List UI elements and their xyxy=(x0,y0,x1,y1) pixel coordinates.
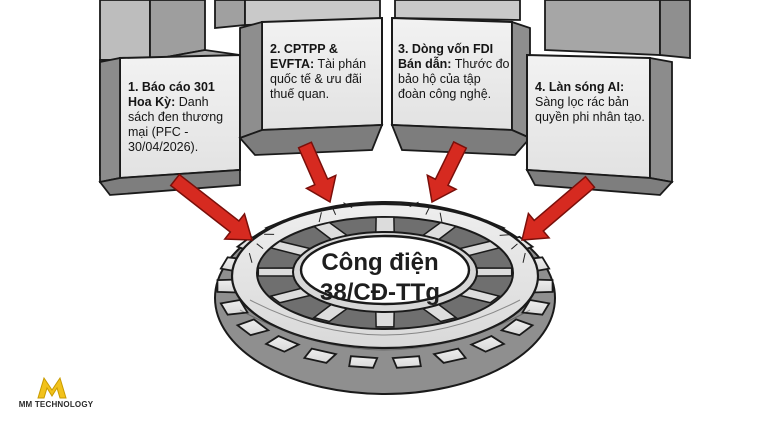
block-4-title: 4. Làn sóng AI: xyxy=(535,80,625,94)
block-4-body: Sàng lọc rác bản quyền phi nhân tạo. xyxy=(535,95,645,124)
arrow-3 xyxy=(426,140,468,204)
impact-mark xyxy=(511,243,518,250)
impact-mark xyxy=(439,212,443,223)
gear-tooth xyxy=(391,355,422,369)
arrow-1 xyxy=(169,173,254,241)
block-2-body: Tài phán quốc tế & ưu đãi thuế quan. xyxy=(270,57,367,101)
impact-mark xyxy=(256,243,264,249)
impact-mark xyxy=(318,212,322,223)
block-3 xyxy=(390,0,532,156)
impact-mark xyxy=(425,207,430,215)
gear-tooth xyxy=(499,318,535,337)
gear-tooth xyxy=(521,299,551,316)
gear-spoke xyxy=(475,267,513,277)
gear-spoke xyxy=(375,216,395,233)
gear-tooth xyxy=(432,347,468,364)
gear-tooth xyxy=(264,335,301,353)
logo: MM TECHNOLOGY xyxy=(14,374,98,409)
gear-tooth xyxy=(302,347,338,364)
block-2 xyxy=(214,0,384,156)
block-1-body: Danh sách đen thương mại (PFC - 30/04/20… xyxy=(128,95,224,154)
gear-spoke xyxy=(257,267,295,277)
gear-tooth xyxy=(219,299,249,316)
center-label: Công điện 38/CĐ-TTg xyxy=(300,248,460,308)
block-3-text: 3. Dòng vốn FDI Bán dẫn: Thước đo bảo hộ… xyxy=(398,42,510,102)
block-1-text: 1. Báo cáo 301 Hoa Kỳ: Danh sách đen thư… xyxy=(128,80,236,155)
gear-tooth xyxy=(348,355,379,369)
block-4-text: 4. Làn sóng AI: Sàng lọc rác bản quyền p… xyxy=(535,80,645,125)
gear-spoke xyxy=(375,311,395,328)
gear xyxy=(214,201,556,395)
impact-mark xyxy=(331,207,337,216)
logo-mark xyxy=(37,376,67,399)
gear-tooth xyxy=(235,318,271,337)
arrow-2 xyxy=(297,141,337,204)
impact-mark xyxy=(522,252,526,263)
center-label-line-1: Công điện xyxy=(321,249,439,276)
block-1 xyxy=(98,0,241,196)
arrow-4 xyxy=(521,175,596,241)
block-1-title: 1. Báo cáo 301 Hoa Kỳ: xyxy=(128,80,215,109)
center-label-line-2: 38/CĐ-TTg xyxy=(320,279,440,306)
arrows xyxy=(169,140,596,263)
block-2-text: 2. CPTPP & EVFTA: Tài phán quốc tế & ưu … xyxy=(270,42,380,102)
impact-mark xyxy=(409,201,419,208)
impact-mark xyxy=(499,234,510,236)
impact-mark xyxy=(343,202,353,209)
block-4 xyxy=(525,0,691,196)
block-3-title: 3. Dòng vốn FDI Bán dẫn: xyxy=(398,42,494,71)
block-2-title: 2. CPTPP & EVFTA: xyxy=(270,42,338,71)
impact-mark xyxy=(248,253,253,263)
block-3-body: Thước đo bảo hộ của tập đoàn công nghệ. xyxy=(398,57,510,101)
gear-tooth xyxy=(469,335,506,353)
logo-text: MM TECHNOLOGY xyxy=(18,400,94,409)
